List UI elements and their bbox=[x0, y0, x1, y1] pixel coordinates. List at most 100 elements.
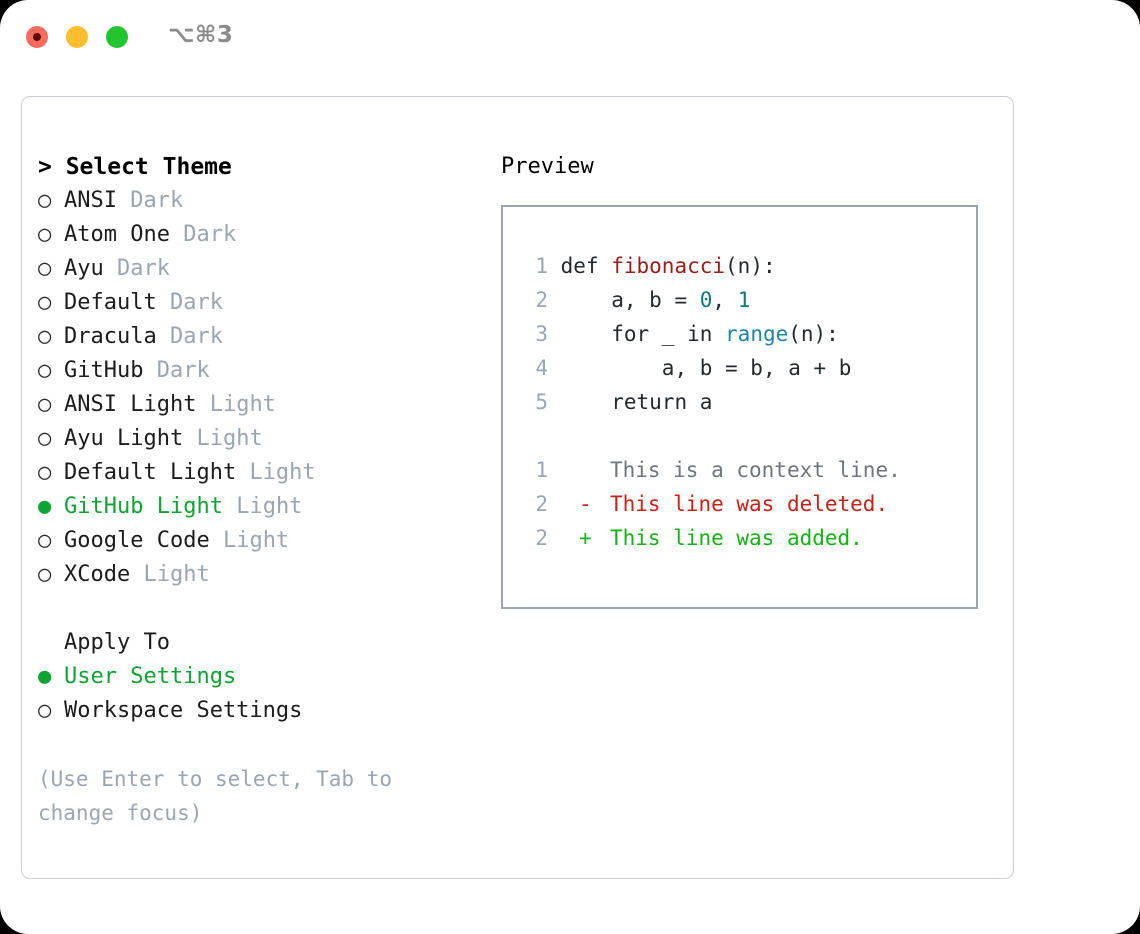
line-number: 4 bbox=[535, 356, 548, 380]
theme-name: Google Code bbox=[64, 528, 210, 553]
code-token: def bbox=[560, 254, 612, 278]
apply-to-header: Apply To bbox=[64, 630, 170, 655]
theme-variant-badge: Dark bbox=[130, 188, 184, 213]
theme-option-ayu[interactable]: ○ Ayu Dark bbox=[38, 252, 478, 286]
apply-to-section: Apply To ● User Settings ○Workspace Settin… bbox=[38, 626, 478, 728]
diff-block: 1 This is a context line. 2 - This line w… bbox=[520, 453, 968, 555]
code-token: (n): bbox=[725, 254, 776, 278]
code-token: fibonacci bbox=[611, 254, 726, 278]
diff-line-deleted: 2 - This line was deleted. bbox=[520, 487, 968, 521]
theme-option-ayu-light[interactable]: ○ Ayu Light Light bbox=[38, 422, 478, 456]
theme-name: Atom One bbox=[64, 222, 170, 247]
line-number: 5 bbox=[535, 390, 548, 414]
theme-name: ANSI Light bbox=[64, 392, 197, 417]
code-token: 0 bbox=[699, 288, 713, 312]
theme-variant-badge: Dark bbox=[169, 290, 223, 315]
radio-unselected-icon: ○ bbox=[38, 562, 52, 587]
radio-unselected-icon: ○ bbox=[38, 324, 52, 349]
code-line: 2 a, b = 0, 1 bbox=[520, 283, 968, 317]
theme-variant-badge: Light bbox=[143, 562, 210, 587]
theme-name: GitHub bbox=[64, 358, 144, 383]
diff-text: This is a context line. bbox=[597, 458, 901, 482]
code-token: for _ in bbox=[560, 322, 726, 346]
theme-option-xcode[interactable]: ○ XCode Light bbox=[38, 558, 478, 592]
code-token: 1 bbox=[737, 288, 751, 312]
window-controls bbox=[26, 26, 128, 48]
code-line: 4 a, b = b, a + b bbox=[520, 351, 968, 385]
apply-to-option-user-settings[interactable]: ● User Settings bbox=[38, 660, 478, 694]
theme-name: ANSI bbox=[64, 188, 117, 213]
radio-selected-icon: ● bbox=[38, 664, 52, 689]
theme-name: Dracula bbox=[64, 324, 157, 349]
apply-to-label: User Settings bbox=[64, 664, 237, 689]
theme-name: GitHub Light bbox=[64, 494, 223, 519]
diff-sign: + bbox=[578, 526, 592, 550]
theme-name: Ayu bbox=[64, 256, 104, 281]
line-number: 2 bbox=[535, 526, 548, 550]
code-token: a, b = b, a + b bbox=[560, 356, 852, 380]
code-diff-spacer bbox=[520, 419, 968, 453]
code-token: return a bbox=[560, 390, 713, 414]
theme-name: XCode bbox=[64, 562, 131, 587]
keyboard-hint: (Use Enter to select, Tab to change focu… bbox=[38, 767, 405, 825]
radio-unselected-icon: ○ bbox=[38, 290, 52, 315]
theme-variant-badge: Light bbox=[196, 426, 263, 451]
theme-option-atom-one[interactable]: ○ Atom One Dark bbox=[38, 218, 478, 252]
apply-to-option-workspace-settings[interactable]: ○Workspace Settings bbox=[38, 694, 478, 728]
select-theme-header: > Select Theme bbox=[38, 154, 232, 180]
radio-unselected-icon: ○ bbox=[38, 528, 52, 553]
theme-variant-badge: Dark bbox=[183, 222, 237, 247]
code-token: (n): bbox=[788, 322, 839, 346]
line-number: 1 bbox=[535, 254, 548, 278]
code-line: 1 def fibonacci(n): bbox=[520, 249, 968, 283]
code-token: , bbox=[712, 288, 738, 312]
theme-variant-badge: Dark bbox=[156, 358, 210, 383]
theme-name: Default bbox=[64, 290, 157, 315]
radio-unselected-icon: ○ bbox=[38, 222, 52, 247]
theme-variant-badge: Dark bbox=[117, 256, 170, 281]
theme-list-pane: > Select Theme ○ANSI Dark○Atom One Dark○… bbox=[38, 150, 478, 830]
radio-unselected-icon: ○ bbox=[38, 256, 52, 281]
line-number: 3 bbox=[535, 322, 548, 346]
theme-option-google-code[interactable]: ○Google Code Light bbox=[38, 524, 478, 558]
radio-unselected-icon: ○ bbox=[38, 426, 52, 451]
title-bar: ⌥⌘3 bbox=[0, 0, 1140, 78]
theme-option-default[interactable]: ○ Default Dark bbox=[38, 286, 478, 320]
minimize-button[interactable] bbox=[66, 26, 88, 48]
diff-sign: - bbox=[578, 492, 592, 516]
keyboard-shortcut-label: ⌥⌘3 bbox=[168, 22, 234, 48]
radio-unselected-icon: ○ bbox=[38, 698, 52, 723]
line-number: 2 bbox=[535, 288, 548, 312]
theme-option-github[interactable]: ○ GitHub Dark bbox=[38, 354, 478, 388]
apply-to-list: ● User Settings ○Workspace Settings bbox=[38, 660, 478, 728]
diff-text: This line was deleted. bbox=[597, 492, 889, 516]
theme-variant-badge: Light bbox=[209, 392, 276, 417]
radio-unselected-icon: ○ bbox=[38, 392, 52, 417]
theme-list: ○ ANSI Dark ○ Atom One Dark ○ Ayu Dark ○ Defaul… bbox=[38, 184, 478, 592]
radio-selected-icon: ● bbox=[38, 494, 52, 519]
theme-name: Ayu Light bbox=[64, 426, 184, 451]
radio-unselected-icon: ○ bbox=[38, 460, 52, 485]
code-token: range bbox=[725, 322, 789, 346]
zoom-button[interactable] bbox=[106, 26, 128, 48]
preview-title: Preview bbox=[501, 154, 594, 179]
theme-option-ansi-light[interactable]: ○ ANSI Light Light bbox=[38, 388, 478, 422]
theme-variant-badge: Dark bbox=[169, 324, 223, 349]
line-number: 2 bbox=[535, 492, 548, 516]
radio-unselected-icon: ○ bbox=[38, 358, 52, 383]
theme-option-dracula[interactable]: ○ Dracula Dark bbox=[38, 320, 478, 354]
line-number: 1 bbox=[535, 458, 548, 482]
diff-text: This line was added. bbox=[597, 526, 863, 550]
theme-option-ansi[interactable]: ○ ANSI Dark bbox=[38, 184, 478, 218]
theme-option-github-light[interactable]: ●GitHub Light Light bbox=[38, 490, 478, 524]
theme-name: Default Light bbox=[64, 460, 237, 485]
theme-option-default-light[interactable]: ○Default Light Light bbox=[38, 456, 478, 490]
diff-line-added: 2 + This line was added. bbox=[520, 521, 968, 555]
theme-selector-dialog: > Select Theme ○ANSI Dark○Atom One Dark○… bbox=[21, 96, 1014, 879]
diff-sign bbox=[573, 453, 597, 487]
radio-unselected-icon: ○ bbox=[38, 188, 52, 213]
close-button[interactable] bbox=[26, 26, 48, 48]
